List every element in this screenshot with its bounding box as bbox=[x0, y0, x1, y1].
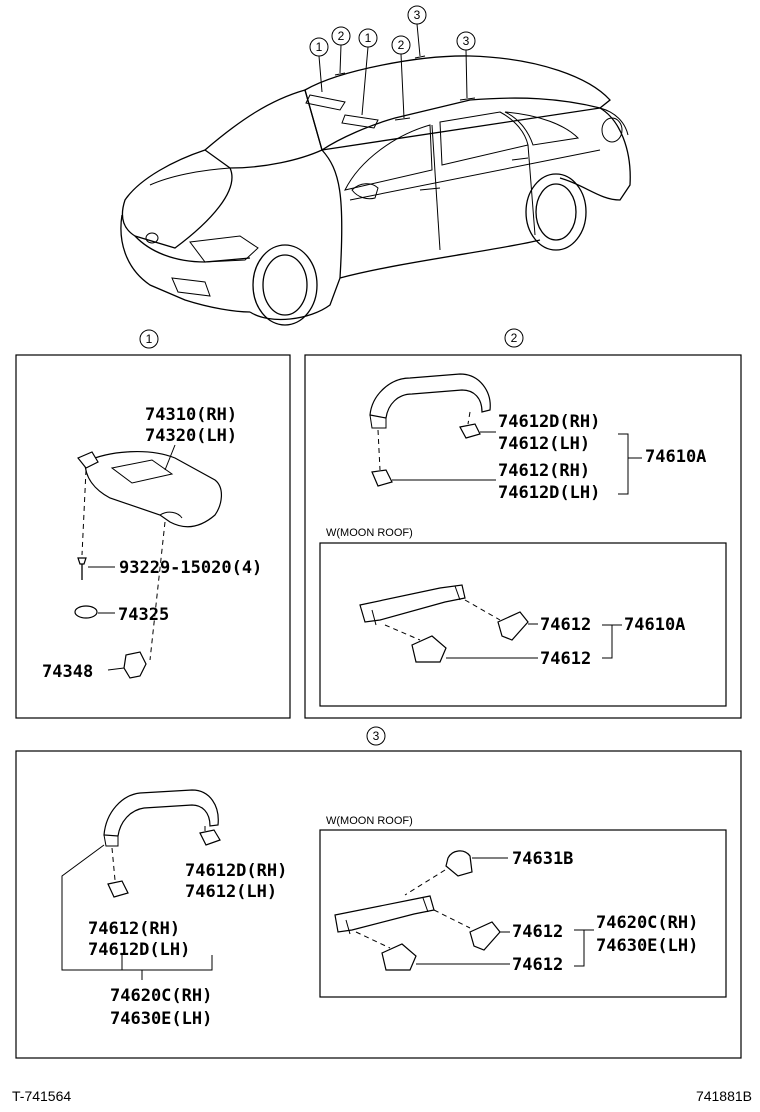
section-3-frame bbox=[15, 750, 742, 1059]
coat-hook-shape bbox=[445, 850, 473, 877]
screw-label: 93229-15020(4) bbox=[119, 558, 262, 578]
grip3-assy-lh-label: 74630E(LH) bbox=[110, 1009, 212, 1029]
car-callout-1a: 1 bbox=[309, 37, 329, 93]
section-1-sun-visor: 74310(RH) 74320(LH) 93229-15020(4) 74325… bbox=[15, 354, 291, 719]
mr-end-1-label-2: 74612 bbox=[540, 615, 591, 635]
svg-text:2: 2 bbox=[511, 331, 518, 345]
section-3-assist-grip: 74612D(RH) 74612(LH) 74612(RH) 74612D(LH… bbox=[15, 750, 742, 1059]
grip3-assy-rh-label: 74620C(RH) bbox=[110, 986, 212, 1006]
svg-text:3: 3 bbox=[414, 8, 421, 22]
grip3-end-b2-label: 74612D(LH) bbox=[88, 940, 190, 960]
mr-assy-rh-label-3: 74620C(RH) bbox=[596, 913, 698, 933]
svg-text:2: 2 bbox=[398, 38, 405, 52]
mr-end-2-label-3: 74612 bbox=[512, 955, 563, 975]
svg-text:1: 1 bbox=[365, 31, 372, 45]
mr-assy-lh-label-3: 74630E(LH) bbox=[596, 936, 698, 956]
moon-roof-caption-3: W(MOON ROOF) bbox=[326, 815, 413, 827]
grip-shape-3 bbox=[103, 789, 219, 837]
mr-end-1-label-3: 74612 bbox=[512, 922, 563, 942]
grip3-end-b1-label: 74612(RH) bbox=[88, 919, 180, 939]
cover-label: 74325 bbox=[118, 605, 169, 625]
section-2-frame bbox=[304, 354, 742, 719]
car-illustration: 1 2 1 2 3 3 bbox=[120, 5, 631, 326]
footer-right-code: 741881B bbox=[696, 1088, 752, 1104]
grip-end-b2-label: 74612D(LH) bbox=[498, 483, 600, 503]
car-callout-3a: 3 bbox=[407, 5, 427, 57]
svg-text:3: 3 bbox=[463, 34, 470, 48]
sun-visor-lh-label: 74320(LH) bbox=[145, 426, 237, 446]
section-1-frame bbox=[15, 354, 291, 719]
car-callout-2a: 2 bbox=[331, 26, 351, 74]
mr-end-2-label-2: 74612 bbox=[540, 649, 591, 669]
section-3-callout: 3 bbox=[366, 726, 386, 746]
svg-text:1: 1 bbox=[146, 332, 153, 346]
moon-roof-caption: W(MOON ROOF) bbox=[326, 527, 413, 539]
car-callout-3b: 3 bbox=[456, 31, 476, 99]
mr-hook-label: 74631B bbox=[512, 849, 573, 869]
svg-text:2: 2 bbox=[338, 29, 345, 43]
section-1-callout: 1 bbox=[139, 329, 159, 349]
mr-assy-label-2: 74610A bbox=[624, 615, 685, 635]
grip-end-b1-label: 74612(RH) bbox=[498, 461, 590, 481]
grip3-end-a1-label: 74612D(RH) bbox=[185, 861, 287, 881]
section-2-callout: 2 bbox=[504, 328, 524, 348]
svg-text:1: 1 bbox=[316, 40, 323, 54]
sun-visor-shape bbox=[84, 451, 222, 528]
moon-roof-frame-3 bbox=[319, 829, 727, 998]
grip-end-a1-label: 74612D(RH) bbox=[498, 412, 600, 432]
car-callout-2b: 2 bbox=[391, 35, 411, 119]
section-2-assist-grip: 74612D(RH) 74612(LH) 74612(RH) 74612D(LH… bbox=[304, 354, 742, 719]
holder-label: 74348 bbox=[42, 662, 93, 682]
moon-roof-frame-2 bbox=[319, 542, 727, 707]
grip-shape bbox=[369, 373, 491, 419]
svg-text:3: 3 bbox=[373, 729, 380, 743]
grip-assy-label: 74610A bbox=[645, 447, 706, 467]
grip3-end-a2-label: 74612(LH) bbox=[185, 882, 277, 902]
footer-left-code: T-741564 bbox=[12, 1088, 71, 1104]
grip-end-a2-label: 74612(LH) bbox=[498, 434, 590, 454]
sun-visor-rh-label: 74310(RH) bbox=[145, 405, 237, 425]
car-callout-1b: 1 bbox=[358, 28, 378, 116]
